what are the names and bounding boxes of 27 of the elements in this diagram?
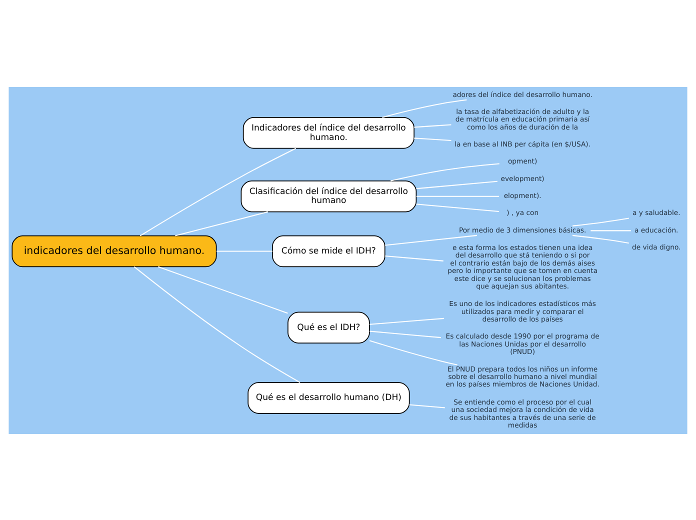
connector xyxy=(382,98,467,118)
connector xyxy=(134,266,300,382)
connector xyxy=(140,147,296,236)
node-box: Indicadores del índice del desarrollo humano. xyxy=(242,116,414,148)
connector xyxy=(416,195,500,196)
connector xyxy=(385,234,477,246)
connector xyxy=(158,266,288,314)
connector xyxy=(385,254,444,261)
node-box: Qué es el desarrollo humano (DH) xyxy=(248,382,410,414)
connector xyxy=(409,404,445,408)
connector xyxy=(572,217,629,226)
connector xyxy=(390,162,500,181)
connector xyxy=(414,137,452,140)
node-box: Qué es el IDH? xyxy=(288,311,370,343)
connector xyxy=(414,124,452,128)
connector xyxy=(216,250,272,252)
connector xyxy=(370,317,444,324)
connector xyxy=(370,330,441,338)
node-box: Cómo se mide el IDH? xyxy=(272,234,386,267)
connector xyxy=(590,230,631,231)
connector xyxy=(369,340,458,365)
connector xyxy=(416,203,500,212)
node-box: indicadores del desarrollo humano. xyxy=(12,234,217,267)
connector xyxy=(416,180,498,189)
connector xyxy=(175,210,268,236)
node-box: Clasificación del índice del desarrollo humano xyxy=(240,180,417,212)
connector xyxy=(572,234,629,244)
